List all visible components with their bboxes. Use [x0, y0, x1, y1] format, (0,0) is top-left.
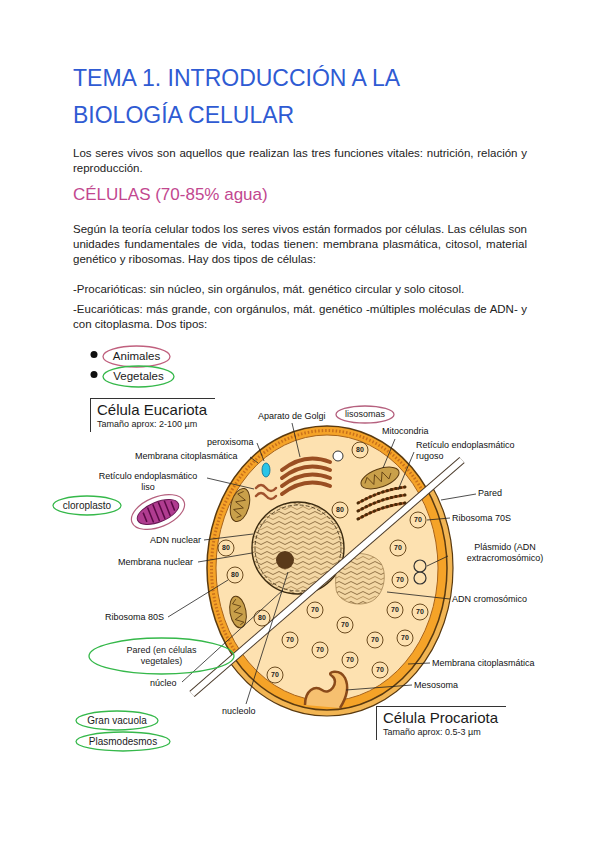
ribosome-number: 80	[356, 446, 364, 454]
ribosome-number: 70	[396, 576, 404, 584]
caption-box: Célula EucariotaTamaño aprox: 2-100 µm	[90, 398, 215, 432]
ribosome-number: 70	[341, 621, 349, 629]
part-label: Retículo endoplasmático liso	[92, 471, 204, 493]
ribosome-number: 70	[376, 666, 384, 674]
body-paragraph: -Eucarióticas: más grande, con orgánulos…	[73, 302, 527, 332]
node-text-group: Gran vacuola	[87, 715, 146, 727]
part-label: Aparato de Golgi	[258, 411, 326, 422]
node-text-group: Célula ProcariotaTamaño aprox: 0.5-3 µm	[383, 709, 498, 738]
part-label: Membrana citoplasmática	[432, 658, 535, 669]
ellipse-outline-shape	[76, 732, 170, 751]
nucleus	[252, 502, 344, 594]
part-label: Mesosoma	[414, 680, 458, 691]
node-text-group: Pared (en células vegetales)	[108, 645, 216, 667]
part-label: nucleolo	[222, 706, 256, 717]
ellipse-outline-shape	[336, 406, 394, 423]
part-label: ADN nuclear	[150, 535, 201, 546]
bullet-points	[91, 351, 98, 378]
annotation-ellipse: lisosomas	[335, 405, 395, 424]
annotation-ellipse: Vegetales	[102, 365, 175, 388]
ribosome-number: 80	[231, 571, 239, 579]
body-paragraph: -Procarióticas: sin núcleo, sin orgánulo…	[73, 282, 527, 297]
part-label: Ribosoma 80S	[105, 612, 164, 623]
peroxisome	[262, 463, 270, 477]
box-subtitle: Tamaño aprox: 0.5-3 µm	[383, 727, 498, 738]
section-heading: CÉLULAS (70-85% agua)	[73, 185, 268, 205]
node-text-group: Vegetales	[113, 370, 164, 383]
part-label: Plásmido (ADN extracromosómico)	[450, 542, 560, 564]
part-label: Mitocondria	[382, 426, 429, 437]
node-text: Vegetales	[113, 370, 164, 383]
mitochondrion	[227, 486, 253, 524]
node-text-group: Célula EucariotaTamaño aprox: 2-100 µm	[97, 401, 207, 430]
annotation-ellipse: Plasmodesmos	[75, 731, 171, 752]
ribosome-number: 80	[336, 506, 344, 514]
ribosome-number: 70	[346, 656, 354, 664]
ribosome-number: 70	[416, 608, 424, 616]
part-label: peroxisoma	[207, 437, 254, 448]
node-text: cloroplasto	[63, 500, 111, 512]
node-text-group: Plasmodesmos	[89, 736, 157, 748]
ribosome-number: 80	[222, 544, 230, 552]
part-label: núcleo	[150, 678, 177, 689]
part-label: Membrana citoplasmática	[135, 451, 238, 462]
part-label: Membrana nuclear	[118, 557, 193, 568]
ribosome-number: 70	[414, 516, 422, 524]
box-title: Célula Eucariota	[97, 401, 207, 419]
ribosome-circles	[218, 442, 428, 683]
node-text-group: lisosomas	[345, 409, 385, 420]
ribosome-number: 70	[316, 646, 324, 654]
ribosome-number: 70	[394, 544, 402, 552]
ribosome-number: 70	[401, 634, 409, 642]
body-paragraph: Los seres vivos son aquellos que realiza…	[73, 146, 527, 176]
smooth-er	[256, 485, 276, 499]
mesosome	[305, 672, 347, 708]
node-text-group: cloroplasto	[63, 500, 111, 512]
ellipse-outline-shape	[53, 496, 121, 515]
lysosome	[333, 451, 343, 461]
node-text-group: Animales	[113, 350, 160, 363]
cell-body	[207, 426, 447, 710]
part-label: Retículo endoplasmático rugoso	[416, 440, 528, 462]
node-text: lisosomas	[345, 409, 385, 420]
caption-box: Célula ProcariotaTamaño aprox: 0.5-3 µm	[376, 706, 506, 740]
ribosome-number: 70	[371, 636, 379, 644]
part-label: ADN cromosómico	[452, 594, 527, 605]
chloroplast	[126, 488, 189, 537]
page-title: TEMA 1. INTRODUCCIÓN A LA BIOLOGÍA CELUL…	[73, 60, 473, 134]
ribosome-number: 80	[258, 614, 266, 622]
ellipse-outline-shape	[89, 638, 234, 674]
annotation-ellipse: Gran vacuola	[75, 710, 159, 731]
golgi-apparatus	[282, 458, 330, 494]
ellipse-outline-shape	[103, 366, 174, 387]
ellipse-outline-shape	[103, 346, 170, 367]
box-subtitle: Tamaño aprox: 2-100 µm	[97, 419, 207, 430]
annotation-ellipse: cloroplasto	[52, 495, 122, 516]
plasmid	[414, 560, 426, 584]
annotation-ellipse: Pared (en células vegetales)	[88, 637, 235, 675]
leader-lines	[168, 423, 476, 704]
eukaryote-membrane	[212, 431, 443, 706]
node-text: Animales	[113, 350, 160, 363]
part-label: Ribosoma 70S	[452, 513, 511, 524]
part-label: Pared	[478, 488, 502, 499]
ribosome-number: 70	[391, 606, 399, 614]
prokaryote-wall	[201, 420, 453, 716]
annotation-ellipse: Animales	[102, 345, 171, 368]
body-paragraph: Según la teoría celular todos los seres …	[73, 222, 527, 267]
node-text: Plasmodesmos	[89, 736, 157, 748]
box-title: Célula Procariota	[383, 709, 498, 727]
node-text: Pared (en células vegetales)	[108, 645, 216, 667]
ellipse-outline-shape	[76, 711, 158, 730]
ribosome-number: 70	[311, 606, 319, 614]
node-text: Gran vacuola	[87, 715, 146, 727]
ribosome-number: 70	[271, 671, 279, 679]
ribosome-number: 70	[286, 636, 294, 644]
